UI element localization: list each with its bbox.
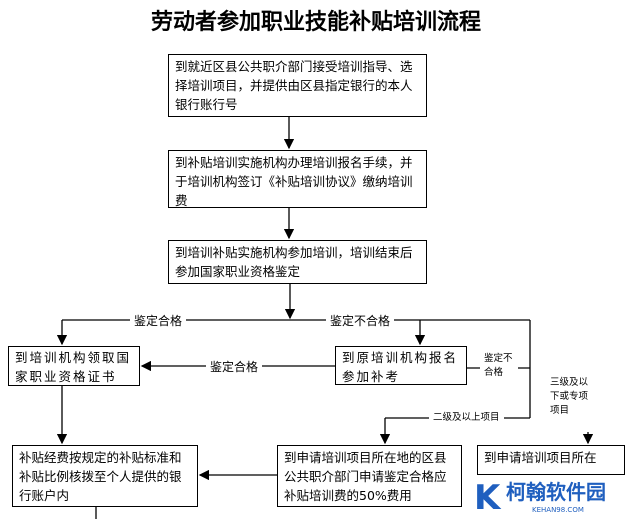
label-pass2: 鉴定合格 [206,358,263,375]
step-box-certificate: 到培训机构领取国家职业资格证书 [8,346,140,386]
label-pass: 鉴定合格 [130,312,187,329]
watermark-name: 柯翰软件园 [506,480,606,504]
step-box-apply-level3: 到申请培训项目所在 [477,445,625,475]
k-logo-icon: K [474,478,501,518]
label-level3: 三级及以下或专项项目 [550,376,592,418]
step-box-1: 到就近区县公共职介部门接受培训指导、选择培训项目，并提供由区县指定银行的本人银行… [168,54,427,117]
step-box-apply-level2: 到申请培训项目所在地的区县公共职介部门申请鉴定合格应补贴培训费的50%费用 [277,445,462,507]
step-box-3: 到培训补贴实施机构参加培训，培训结束后参加国家职业资格鉴定 [168,240,427,284]
label-level2: 二级及以上项目 [429,411,504,425]
step-box-retake: 到原培训机构报名参加补考 [335,346,467,385]
label-fail: 鉴定不合格 [326,312,395,329]
watermark-url: KEHAN98.COM [532,506,584,514]
watermark-logo: K 柯翰软件园 KEHAN98.COM [472,478,628,519]
step-box-subsidy: 补贴经费按规定的补贴标准和补贴比例核拨至个人提供的银行账户内 [12,445,198,507]
page-title: 劳动者参加职业技能补贴培训流程 [150,9,481,35]
label-fail2: 鉴定不合格 [480,352,518,380]
step-box-2: 到补贴培训实施机构办理培训报名手续，并于培训机构签订《补贴培训协议》缴纳培训费 [168,150,427,208]
